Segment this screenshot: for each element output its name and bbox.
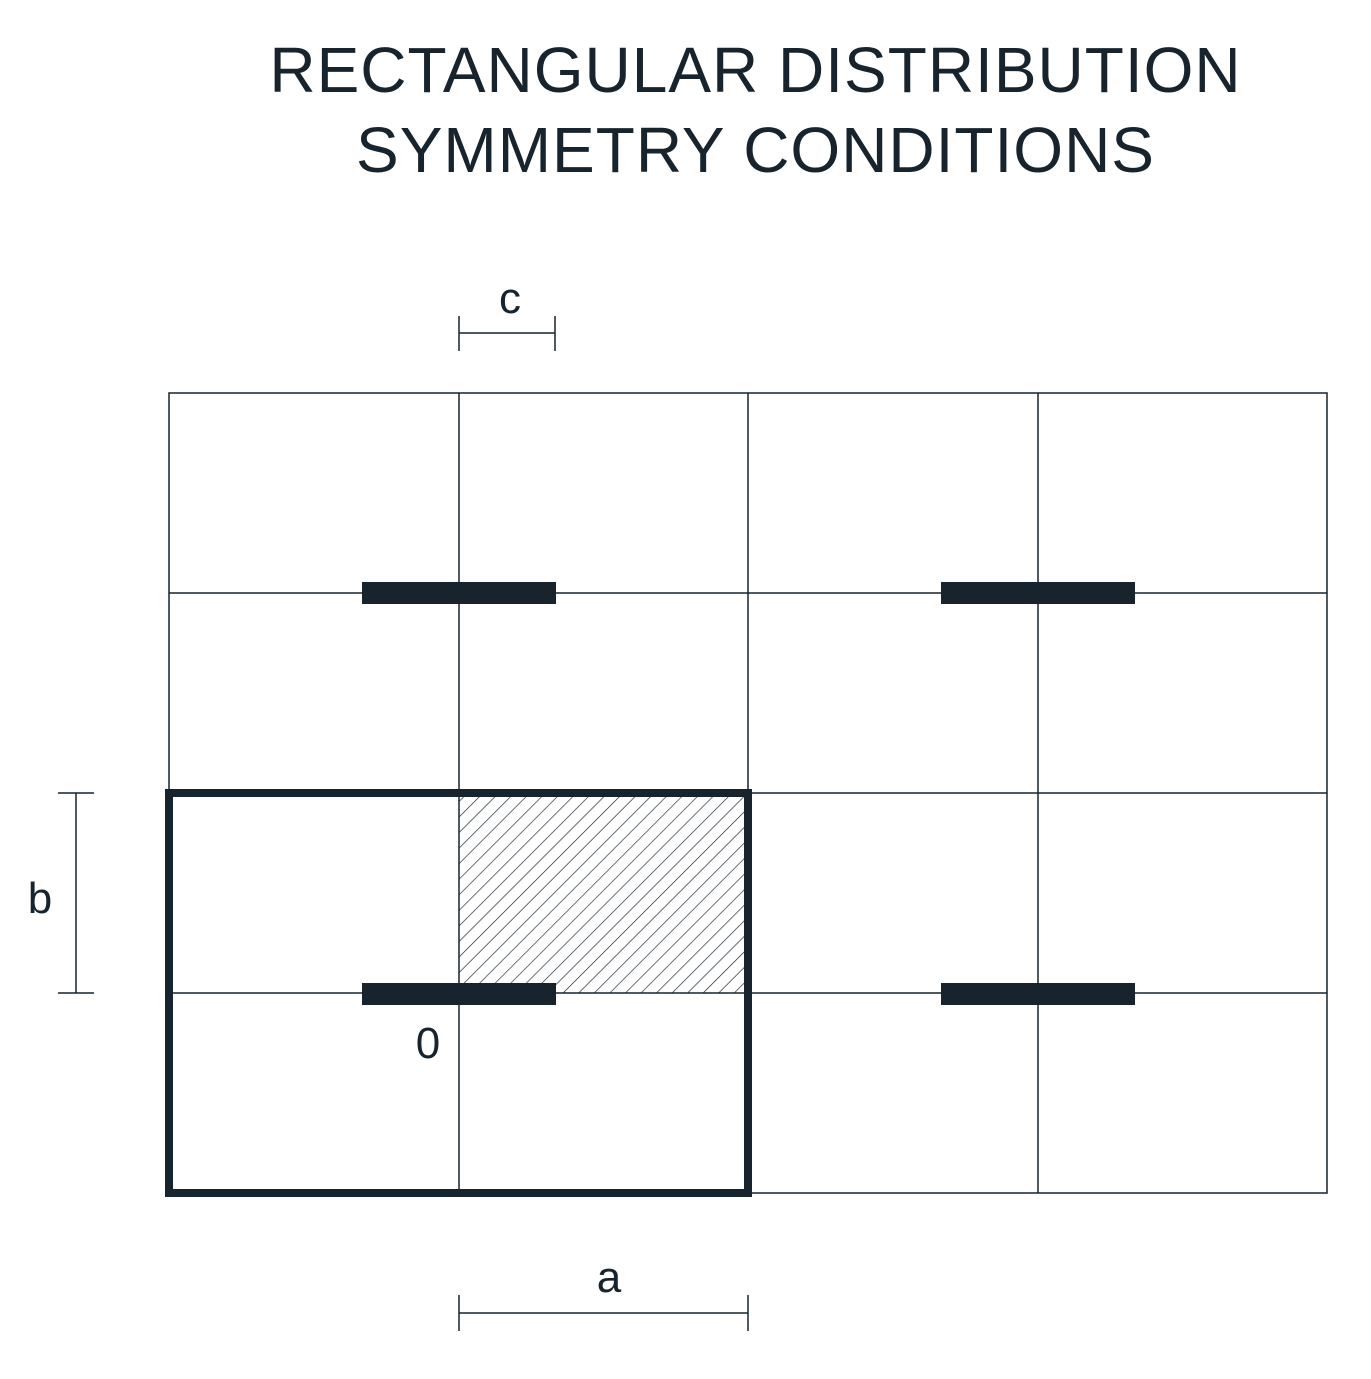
diagram-title: RECTANGULAR DISTRIBUTION SYMMETRY CONDIT… — [0, 30, 1371, 190]
unit-cell-border — [165, 789, 752, 1197]
label-c: c — [499, 274, 521, 323]
source-bar — [941, 983, 1135, 1005]
origin-label: 0 — [416, 1019, 440, 1068]
dimension-c — [458, 316, 556, 351]
label-b: b — [28, 874, 52, 923]
source-bar — [941, 582, 1135, 604]
source-bar — [362, 983, 556, 1005]
hatched-region — [459, 793, 748, 993]
dimension-a — [458, 1295, 749, 1331]
dimension-b — [58, 792, 94, 994]
title-line-2: SYMMETRY CONDITIONS — [356, 114, 1155, 186]
source-bar — [362, 582, 556, 604]
label-a: a — [597, 1253, 622, 1302]
title-line-1: RECTANGULAR DISTRIBUTION — [269, 34, 1242, 106]
sources — [362, 582, 1135, 1005]
